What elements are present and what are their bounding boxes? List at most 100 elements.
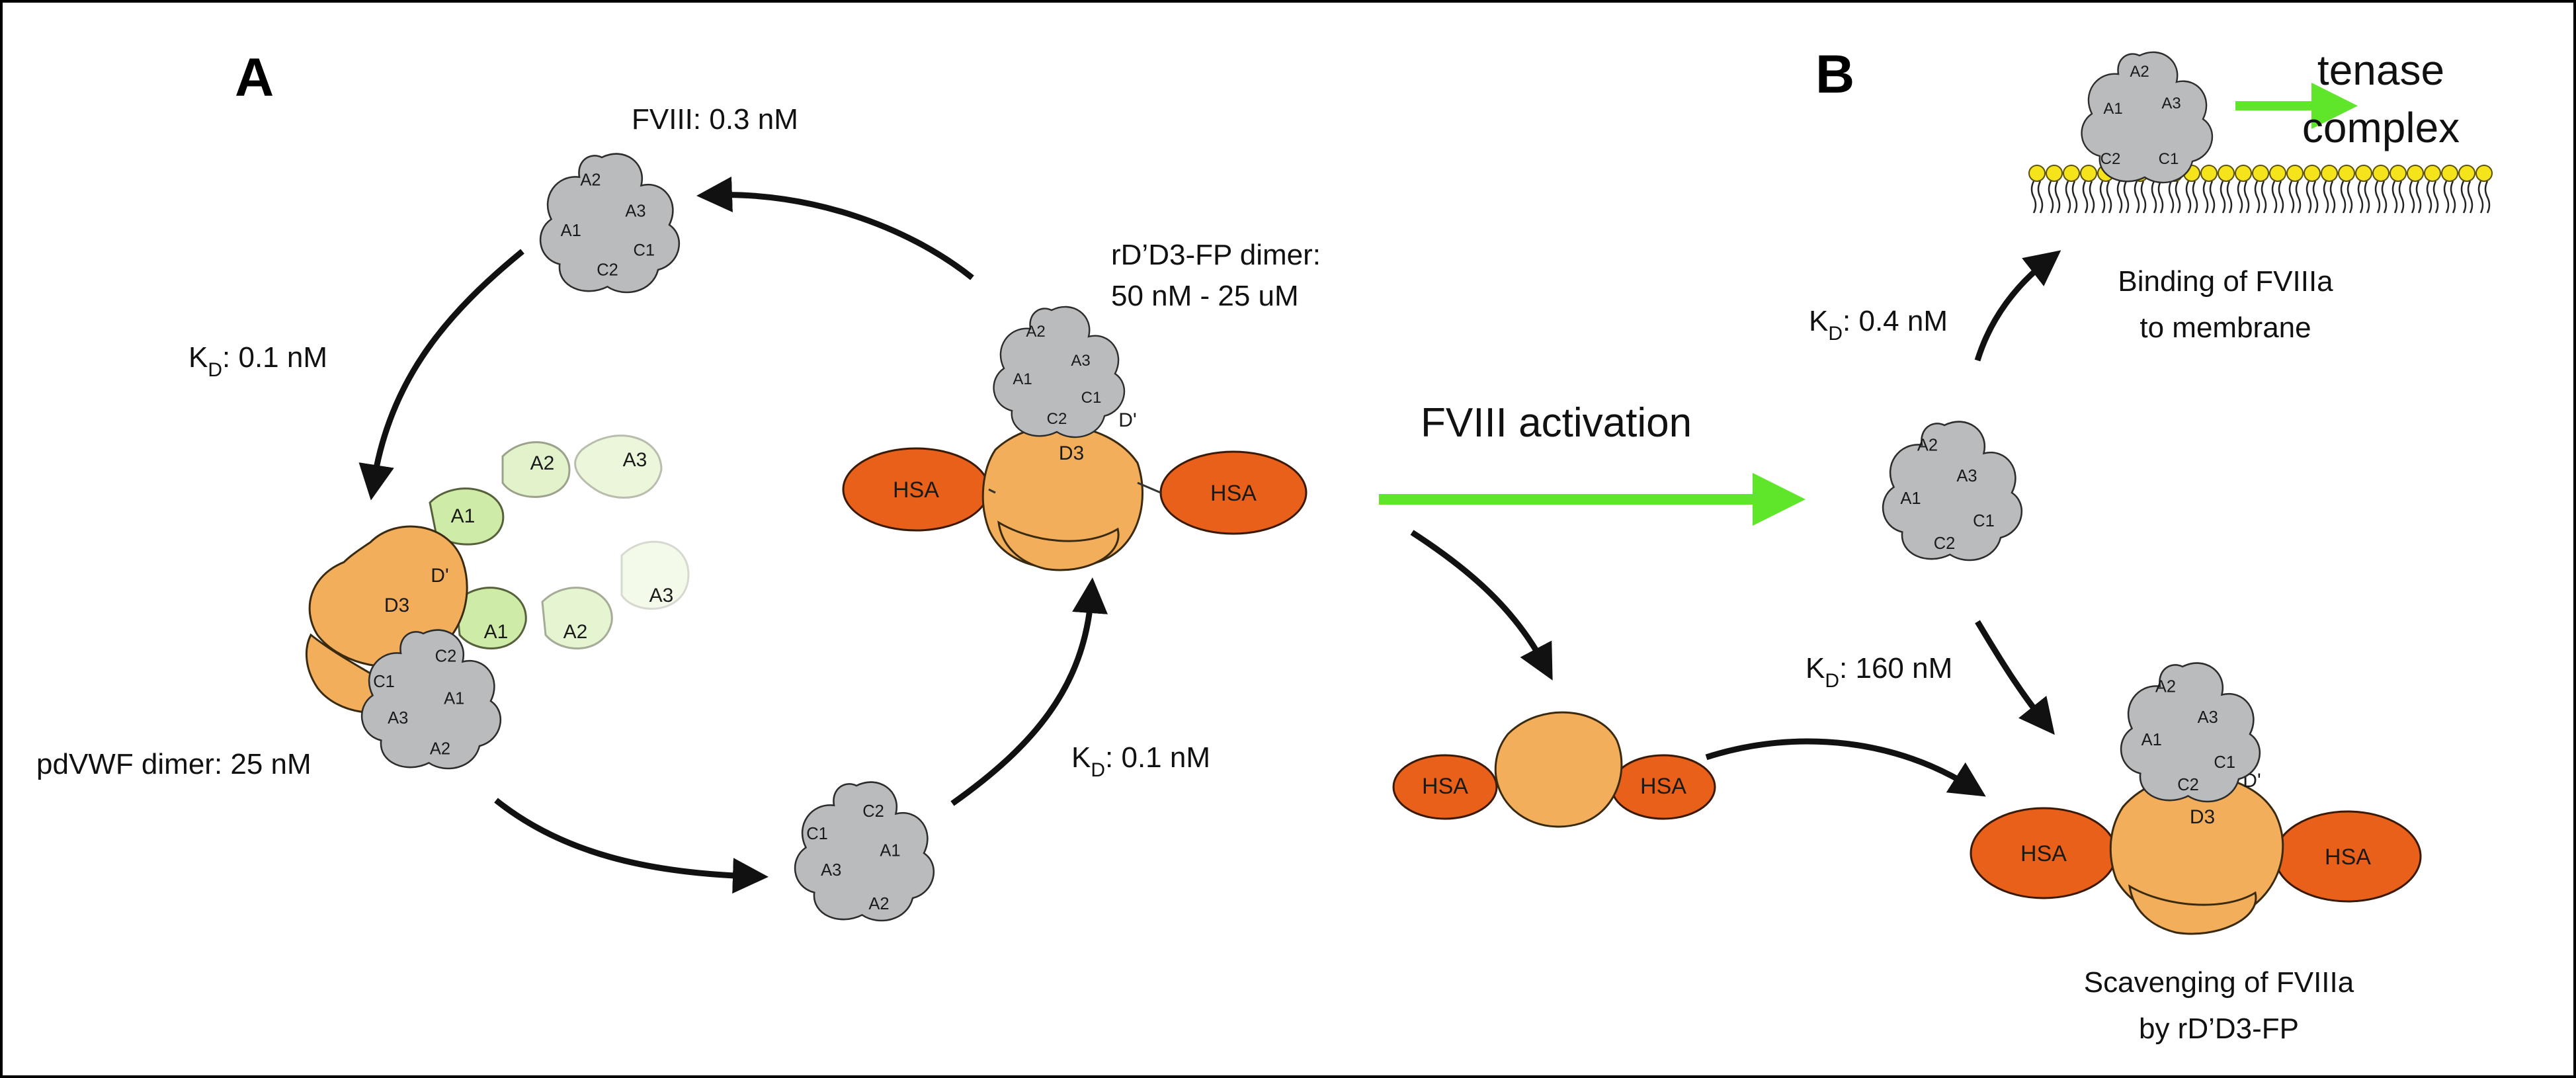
svg-text:A1: A1 xyxy=(1900,489,1921,508)
lipid-tail xyxy=(2202,181,2209,214)
fviii-free-top: A2 A3 A1 C1 C2 xyxy=(539,153,681,294)
svg-text:A1: A1 xyxy=(880,841,900,860)
lipid-tail xyxy=(2220,181,2226,214)
rd-dprime: D' xyxy=(1118,409,1136,431)
free-hsa-right: HSA xyxy=(1640,774,1686,799)
lipid-tail xyxy=(2415,181,2422,214)
lipid-tail xyxy=(2347,181,2353,214)
lipid-head xyxy=(2046,165,2063,182)
scavenging-line2: by rD’D3-FP xyxy=(2139,1013,2299,1045)
svg-text:A3: A3 xyxy=(388,709,408,727)
lipid-tail xyxy=(2037,181,2044,214)
lipid-tail xyxy=(2192,181,2198,214)
svg-text:HSA: HSA xyxy=(2325,845,2371,870)
lipid-head xyxy=(2028,165,2046,182)
svg-text:A3: A3 xyxy=(1956,467,1977,485)
lipid-tail xyxy=(2185,181,2192,214)
arrow-to-membrane xyxy=(1974,250,2061,362)
lipid-head xyxy=(2407,165,2424,182)
lipid-head xyxy=(2389,165,2407,182)
lipid-tail xyxy=(2151,181,2157,214)
lipid-tail xyxy=(2484,181,2491,214)
lipid-head xyxy=(2321,165,2338,182)
pdvwf-complex: A1 A2 A3 A1 A2 A3 D3 D' C2 C1 A1 A3 A2 xyxy=(305,435,690,770)
lipid-tail xyxy=(2175,181,2181,214)
lipid-head xyxy=(2200,165,2218,182)
domain-a2: A2 xyxy=(580,171,601,190)
binding-line2: to membrane xyxy=(2140,311,2311,344)
binding-line1: Binding of FVIIIa xyxy=(2118,265,2333,298)
svg-text:C1: C1 xyxy=(806,825,828,843)
lipid-head xyxy=(2080,165,2097,182)
fviii-free-bottom: C2 C1 A1 A3 A2 xyxy=(794,781,935,922)
svg-text:C2: C2 xyxy=(2177,776,2199,794)
lipid-head xyxy=(2338,165,2355,182)
lipid-tail xyxy=(2295,181,2302,214)
lipid-tail xyxy=(2278,181,2284,214)
lipid-tail xyxy=(2426,181,2432,214)
lipid-tail xyxy=(2089,181,2095,214)
lipid-tail xyxy=(2030,181,2037,214)
lipid-tail xyxy=(2209,181,2216,214)
lipid-tail xyxy=(2432,181,2439,214)
lipid-head xyxy=(2441,165,2458,182)
lipid-tail xyxy=(2306,181,2312,214)
svg-text:C2: C2 xyxy=(2100,150,2121,168)
scavenging-line1: Scavenging of FVIIIa xyxy=(2084,966,2354,999)
svg-text:C2: C2 xyxy=(435,647,457,666)
arrow-release-from-pdvwf xyxy=(494,798,769,894)
lipid-tail xyxy=(2157,181,2164,214)
rd-fviii-complex: HSA HSA D3 D' A2 A3 A1 C1 C2 xyxy=(842,306,1308,571)
svg-text:C1: C1 xyxy=(1081,389,1102,407)
rd-label-line2: 50 nM - 25 uM xyxy=(1111,280,1299,312)
lipid-tail xyxy=(2450,181,2456,214)
svg-text:A1: A1 xyxy=(1013,370,1032,388)
lipid-tail xyxy=(2467,181,2473,214)
free-hsa-left: HSA xyxy=(1422,774,1468,799)
lipid-tail xyxy=(2116,181,2123,214)
tenase-line1: tenase xyxy=(2317,46,2444,94)
lipid-tail xyxy=(2288,181,2295,214)
lipid-tail xyxy=(2409,181,2415,214)
lipid-tail xyxy=(2477,181,2484,214)
arrow-rd-to-scavenging xyxy=(1705,738,1986,797)
tenase-line2: complex xyxy=(2302,104,2460,151)
arrow-to-scavenging xyxy=(1975,620,2055,735)
svg-text:A3: A3 xyxy=(821,861,841,880)
domain-a1: A1 xyxy=(561,222,581,240)
lipid-tail xyxy=(2381,181,2388,214)
svg-text:A2: A2 xyxy=(868,895,889,913)
kd-b-scavenging: KD: 160 nM xyxy=(1806,652,1952,692)
lipid-tail xyxy=(2243,181,2250,214)
lipid-tail xyxy=(2271,181,2278,214)
svg-text:A2: A2 xyxy=(2130,63,2149,81)
lipid-tail xyxy=(2374,181,2381,214)
svg-text:C2: C2 xyxy=(1934,534,1956,553)
svg-text:A1: A1 xyxy=(2141,731,2162,749)
svg-text:A3: A3 xyxy=(1071,352,1090,370)
vwf-a1-top: A1 xyxy=(451,505,476,527)
lipid-head xyxy=(2286,165,2304,182)
svg-text:C1: C1 xyxy=(1973,512,1995,530)
svg-text:A2: A2 xyxy=(1026,323,1045,341)
pdvwf-label: pdVWF dimer: 25 nM xyxy=(36,748,312,780)
svg-text:A2: A2 xyxy=(2155,677,2176,696)
lipid-tail xyxy=(2237,181,2243,214)
lipid-tail xyxy=(2226,181,2233,214)
lipid-tail xyxy=(2340,181,2347,214)
panel-label-a: A xyxy=(235,48,274,108)
svg-text:A3: A3 xyxy=(2161,95,2181,112)
lipid-tail xyxy=(2082,181,2089,214)
lipid-tail xyxy=(2261,181,2267,214)
kd-left: KD: 0.1 nM xyxy=(188,341,327,381)
lipid-tail xyxy=(2254,181,2261,214)
arrow-to-free-rd xyxy=(1410,530,1553,681)
lipid-head xyxy=(2458,165,2475,182)
lipid-tail xyxy=(2054,181,2061,214)
lipid-tail xyxy=(2140,181,2147,214)
arrow-bind-rd xyxy=(950,577,1108,806)
domain-a3: A3 xyxy=(625,202,645,220)
vwf-dprime: D' xyxy=(431,565,448,587)
hsa-right: HSA xyxy=(1210,481,1257,506)
svg-text:KD: 160 nM: KD: 160 nM xyxy=(1806,652,1952,692)
